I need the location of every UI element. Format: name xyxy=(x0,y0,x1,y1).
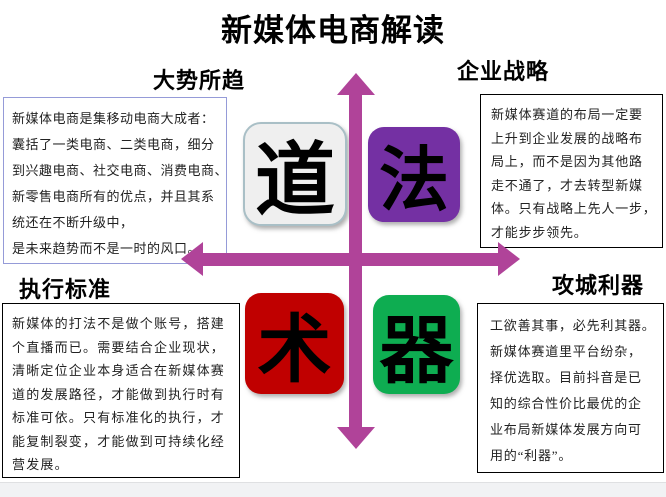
arrowhead-down-icon xyxy=(337,427,375,449)
arrowhead-up-icon xyxy=(337,73,375,95)
arrowhead-right-icon xyxy=(498,242,520,276)
concept-tile-dao: 道 xyxy=(243,122,347,226)
concept-tile-shu: 术 xyxy=(245,293,344,394)
textbox-bottom-right: 工欲善其事，必先利其器。 新媒体赛道里平台纷杂， 择优选取。目前抖音是已 知的综… xyxy=(477,303,664,473)
heading-bottom-right: 攻城利器 xyxy=(552,273,645,298)
heading-bottom-left: 执行标准 xyxy=(19,277,112,302)
concept-char-dao: 道 xyxy=(255,138,335,226)
concept-tile-qi: 器 xyxy=(373,295,460,394)
arrowhead-left-icon xyxy=(181,242,203,276)
concept-tile-fa: 法 xyxy=(368,127,460,222)
heading-top-right: 企业战略 xyxy=(457,59,550,84)
page-title: 新媒体电商解读 xyxy=(221,13,445,48)
textbox-bottom-left: 新媒体的打法不是做个账号，搭建 个直播而已。需要结合企业现状， 清晰定位企业本身… xyxy=(2,303,240,478)
concept-char-shu: 术 xyxy=(257,310,332,392)
heading-top-left: 大势所趋 xyxy=(153,68,246,93)
horizontal-axis-line xyxy=(202,253,499,266)
bottom-edge-strip xyxy=(0,482,666,497)
textbox-top-left: 新媒体电商是集移动电商大成者： 囊括了一类电商、二类电商，细分 到兴趣电商、社交… xyxy=(3,97,227,264)
concept-char-qi: 器 xyxy=(379,311,454,393)
concept-char-fa: 法 xyxy=(379,143,449,220)
textbox-top-right: 新媒体赛道的布局一定要 上升到企业发展的战略布 局上，而不是因为其他路 走不通了… xyxy=(480,94,663,248)
